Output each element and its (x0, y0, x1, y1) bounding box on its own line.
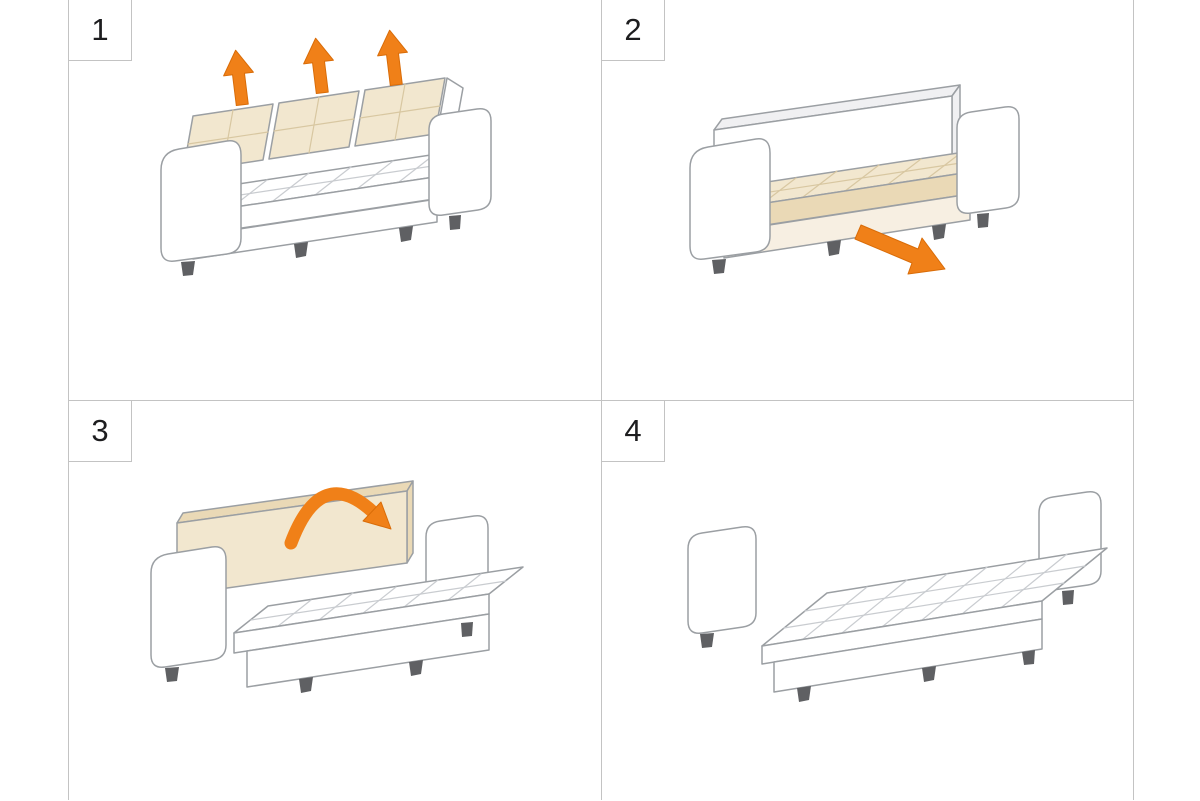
mattress (761, 547, 1108, 665)
feet (700, 590, 1074, 702)
sofa-bed-unfolded (687, 491, 1108, 702)
step-panel-1: 1 (69, 0, 601, 400)
step-number: 1 (69, 0, 132, 61)
armrest-right (428, 108, 492, 217)
sofa-with-cushions (160, 77, 492, 276)
illustration-step-2 (689, 84, 1020, 275)
feet (181, 215, 461, 276)
up-arrow-icon (377, 29, 408, 87)
step-number: 3 (69, 401, 132, 462)
armrest-left (150, 546, 227, 668)
step-panel-2: 2 (602, 0, 1134, 400)
up-arrow-icon (223, 49, 254, 107)
illustration-step-1 (160, 29, 492, 276)
grid-divider-horizontal (69, 400, 1133, 401)
armrest-left (160, 140, 242, 262)
step-panel-4: 4 (602, 401, 1134, 801)
step-number: 4 (602, 401, 665, 462)
sofa-cushions-removed (689, 84, 1020, 274)
illustration-step-4 (687, 491, 1108, 702)
pull-out-base (246, 613, 490, 688)
armrest-left (687, 526, 757, 634)
instruction-board: 1 (68, 0, 1134, 800)
back-cushions (182, 77, 446, 173)
armrest-left (689, 138, 771, 260)
step-panel-3: 3 (69, 401, 601, 801)
seat (233, 566, 524, 654)
pull-out-arrow-icon (854, 224, 946, 275)
sofa-seat-pulled-out (150, 480, 524, 693)
flip-down-arrow-icon (284, 487, 392, 550)
illustration-step-3 (150, 480, 524, 693)
feet (165, 622, 473, 693)
step-number: 2 (602, 0, 665, 61)
feet (712, 213, 989, 274)
base (773, 618, 1043, 693)
armrest-right (956, 106, 1020, 215)
up-arrow-icon (303, 37, 334, 95)
